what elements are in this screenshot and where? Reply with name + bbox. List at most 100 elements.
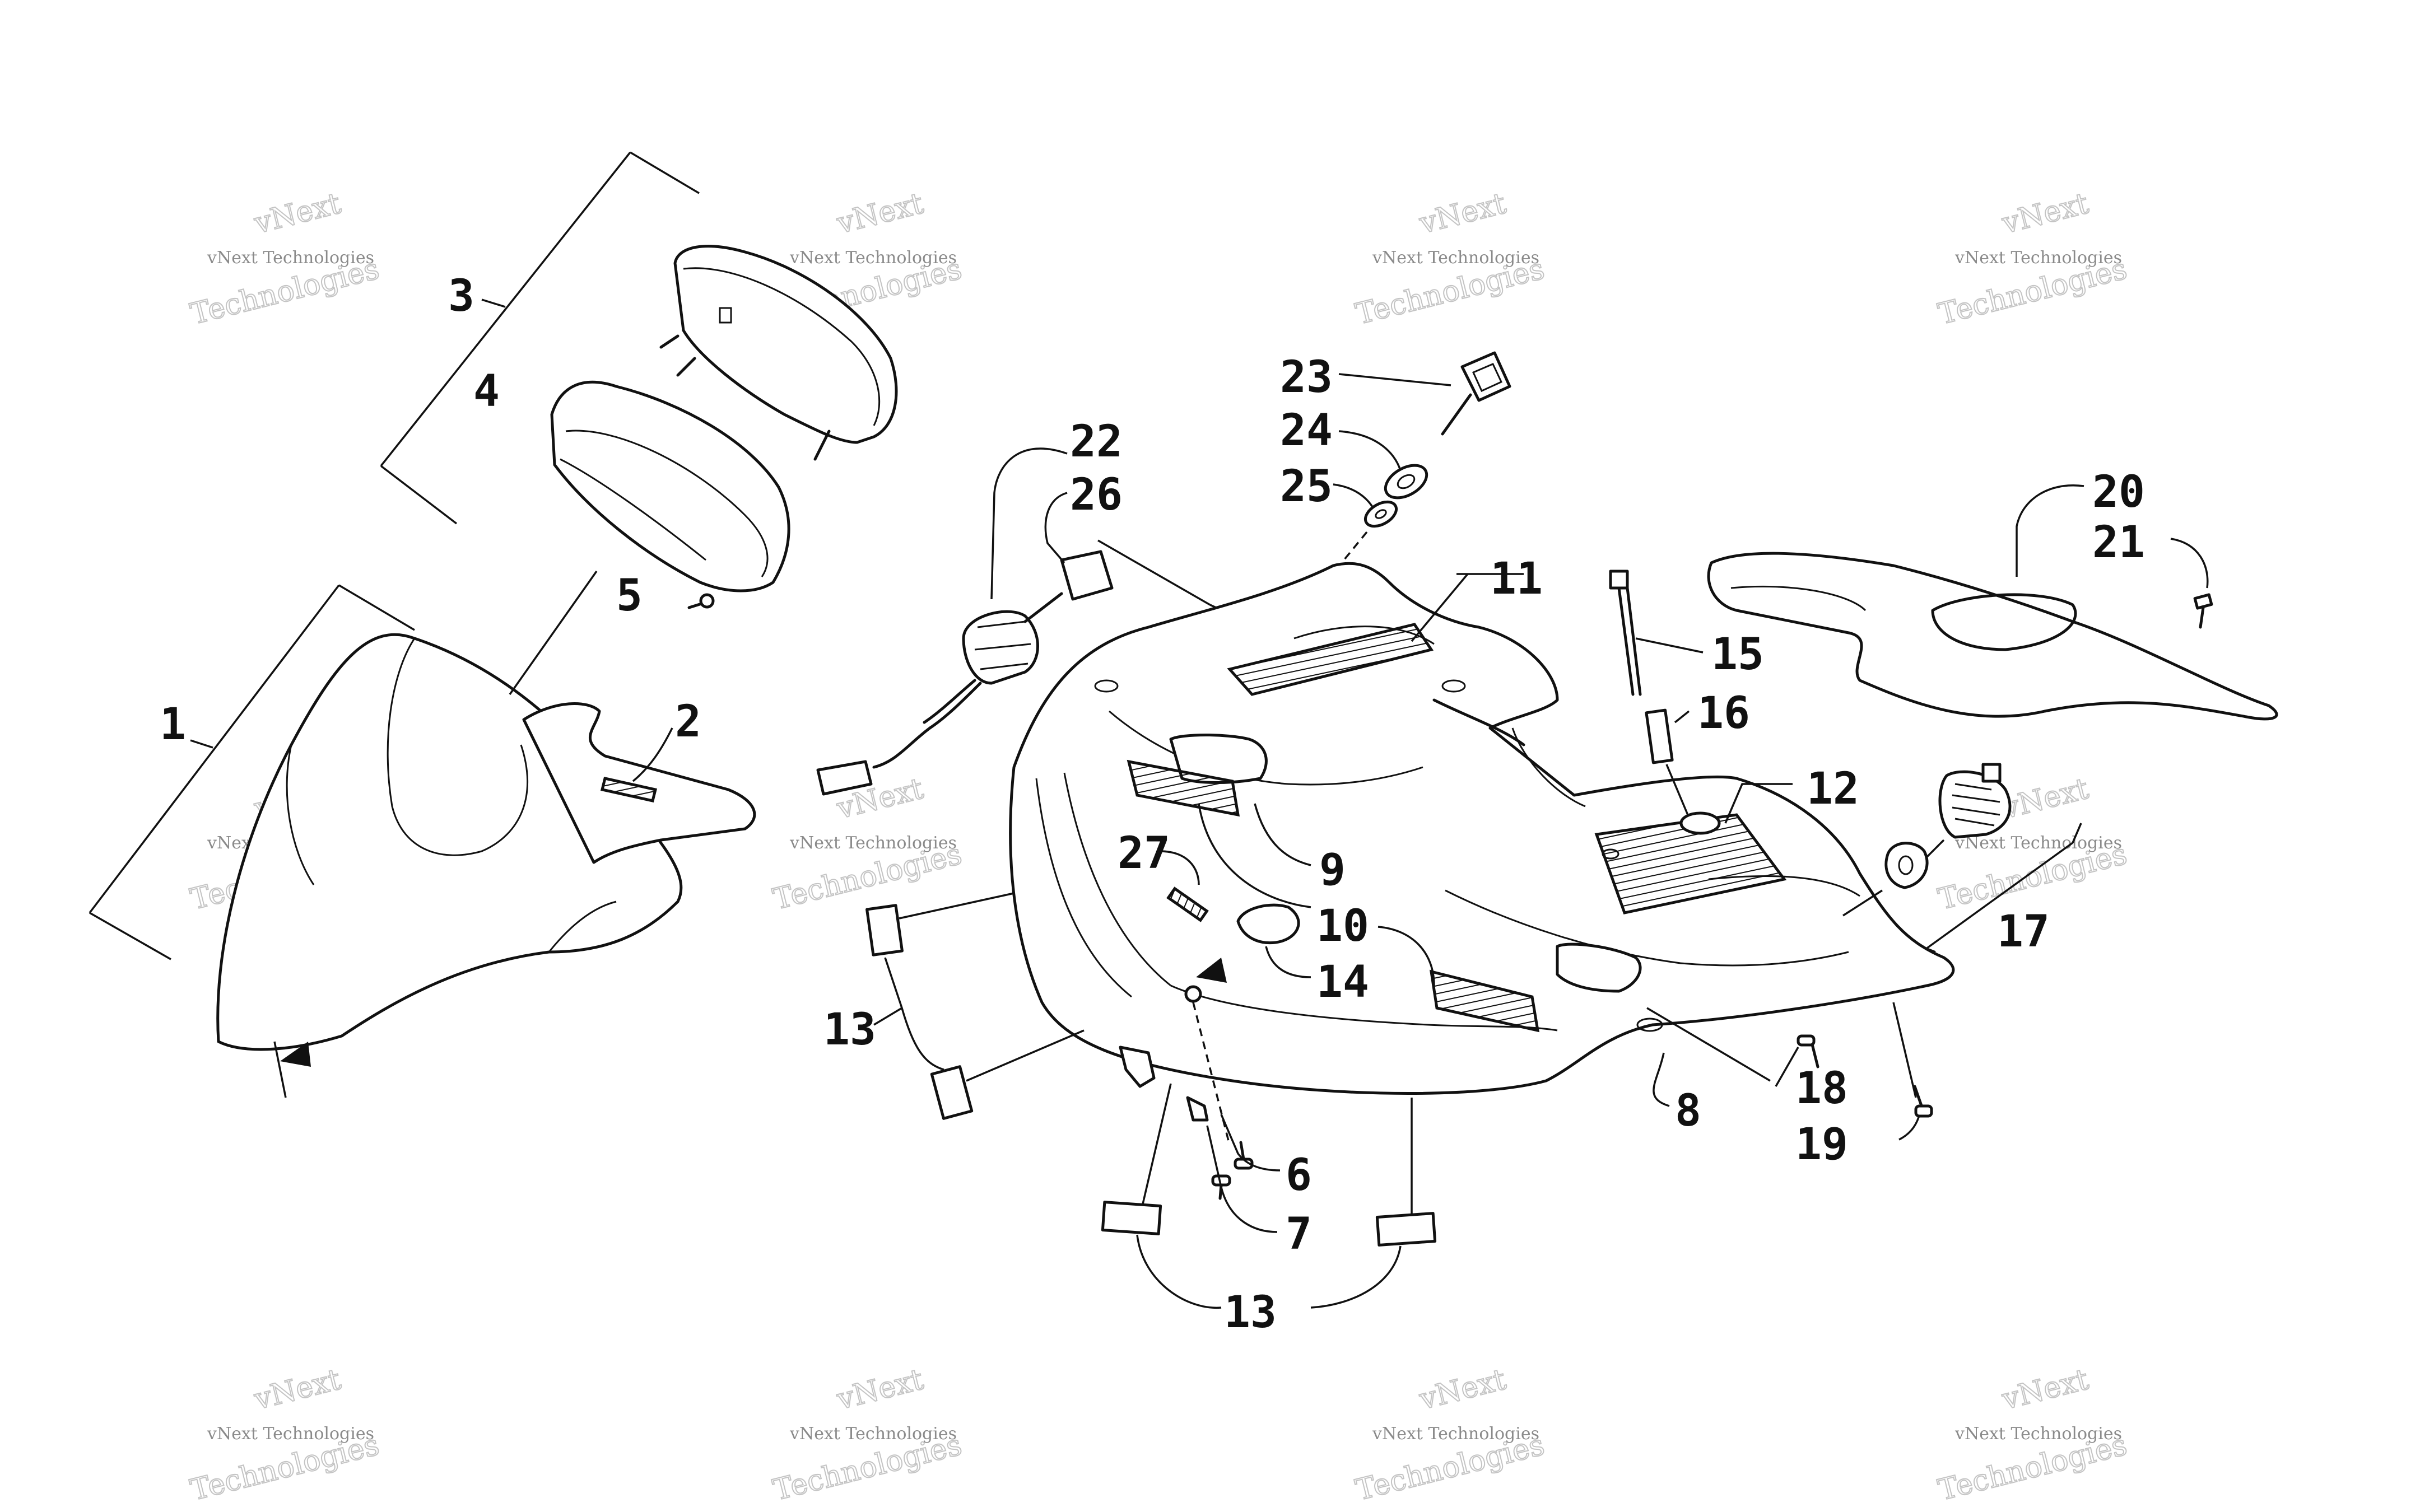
- rear-cover: [1707, 552, 2278, 721]
- part-label-10: 10: [1316, 901, 1369, 951]
- reflector: [865, 904, 904, 956]
- svg-text:vNext Technologies: vNext Technologies: [789, 248, 957, 268]
- svg-text:vNext: vNext: [833, 1362, 927, 1416]
- leader-reflector: [1142, 1083, 1172, 1205]
- leader-rear-cover: [2016, 484, 2084, 577]
- part-label-17: 17: [1997, 907, 2050, 957]
- part-label-18: 18: [1795, 1063, 1848, 1114]
- leader-13-left: [873, 1007, 902, 1026]
- part-label-13: 13: [823, 1005, 876, 1055]
- part-label-20: 20: [2092, 467, 2145, 517]
- bolt-long: [1609, 570, 1642, 696]
- wiring-harness: [816, 550, 1114, 796]
- trim-pin: [1166, 886, 1209, 922]
- leader-bolt-axis: [1665, 764, 1690, 818]
- part-label-16: 16: [1697, 688, 1750, 739]
- ignition-nut: [1384, 464, 1428, 500]
- part-label-25: 25: [1280, 461, 1333, 512]
- leader-19: [1898, 1117, 1920, 1141]
- bracket-windshield-assembly: [89, 584, 415, 960]
- leader-14: [1265, 946, 1311, 978]
- part-label-5: 5: [616, 571, 643, 621]
- bracket-gauge-assembly: [380, 151, 700, 525]
- leader-24: [1338, 430, 1402, 471]
- leader-18: [1646, 1007, 1771, 1082]
- leader-gauge-to-base: [509, 570, 598, 696]
- leader-10: [1377, 926, 1435, 986]
- svg-text:vNext Technologies: vNext Technologies: [207, 1424, 374, 1444]
- svg-text:vNext Technologies: vNext Technologies: [789, 833, 957, 853]
- leader-reflector: [899, 892, 1014, 920]
- part-label-15: 15: [1711, 629, 1764, 680]
- bolt-boss: [1679, 811, 1721, 835]
- part-label-8: 8: [1675, 1086, 1701, 1136]
- leader-9: [1254, 803, 1311, 866]
- svg-text:vNext Technologies: vNext Technologies: [1954, 248, 2122, 268]
- svg-text:vNext: vNext: [250, 186, 344, 240]
- decal-hood-left: [1127, 759, 1240, 817]
- spacer-tube: [1645, 708, 1674, 764]
- leader-12: [1724, 783, 1793, 824]
- part-labels: 1 2 3 4 5 6 7 8 9 10 11 12 13 13 14 15 1…: [160, 271, 2145, 1338]
- leader-reflector: [966, 1029, 1085, 1082]
- leader-harness: [990, 447, 1068, 600]
- screw-gauge: [687, 593, 715, 609]
- part-label-24: 24: [1280, 405, 1333, 456]
- watermark: vNext vNext Technologies Technologies: [1352, 1362, 1548, 1508]
- part-label-1: 1: [160, 699, 186, 750]
- reflector: [1101, 1201, 1162, 1235]
- leader-16: [1674, 710, 1690, 724]
- reflector: [930, 1065, 974, 1120]
- arrow-marker: [280, 1042, 311, 1067]
- leader-10: [1198, 803, 1311, 908]
- leader-7: [1206, 1125, 1278, 1233]
- svg-text:vNext Technologies: vNext Technologies: [1954, 1424, 2122, 1444]
- part-label-13: 13: [1224, 1287, 1277, 1338]
- part-label-12: 12: [1807, 764, 1859, 814]
- ignition-washer: [1364, 500, 1398, 528]
- svg-text:vNext: vNext: [1416, 1362, 1509, 1416]
- watermark: vNext vNext Technologies Technologies: [187, 186, 383, 332]
- leader-outlet-axis: [1842, 889, 1883, 917]
- leader-13-bottom: [1136, 1234, 1222, 1309]
- leader-6: [1220, 1114, 1281, 1172]
- watermark: vNext vNext Technologies Technologies: [1352, 186, 1548, 332]
- part-label-27: 27: [1118, 828, 1170, 879]
- rivet: [1184, 985, 1202, 1003]
- part-label-11: 11: [1490, 554, 1543, 604]
- leader-13-left: [884, 957, 944, 1071]
- part-label-6: 6: [1286, 1150, 1312, 1201]
- screw-hood-right: [1797, 1034, 1819, 1068]
- leader-2: [632, 727, 673, 782]
- part-label-21: 21: [2092, 517, 2145, 568]
- part-label-3: 3: [448, 271, 474, 321]
- watermark: vNext vNext Technologies Technologies: [1934, 1362, 2130, 1508]
- leader-27: [1159, 850, 1200, 885]
- watermark: vNext vNext Technologies Technologies: [187, 1362, 383, 1508]
- ignition-key: [1441, 351, 1511, 436]
- svg-text:vNext Technologies: vNext Technologies: [1954, 833, 2122, 853]
- windshield-base: [522, 702, 756, 864]
- accessory-outlet: [1884, 763, 2012, 889]
- part-label-7: 7: [1286, 1209, 1312, 1259]
- watermark: vNext vNext Technologies Technologies: [769, 1362, 965, 1508]
- leader-outlet-axis: [1926, 839, 1945, 858]
- arrow-marker: [1196, 958, 1227, 983]
- trim-patch: [1236, 903, 1300, 945]
- leader-23: [1338, 373, 1451, 386]
- svg-text:vNext Technologies: vNext Technologies: [207, 248, 374, 268]
- leader-26: [1044, 492, 1068, 564]
- leader-15: [1635, 637, 1704, 654]
- svg-text:vNext: vNext: [1998, 772, 2092, 825]
- reflector: [1375, 1212, 1437, 1247]
- svg-text:vNext Technologies: vNext Technologies: [1372, 1424, 1539, 1444]
- gauge-cluster: [659, 245, 898, 461]
- part-label-2: 2: [675, 697, 701, 747]
- watermark: vNext vNext Technologies Technologies: [769, 771, 965, 917]
- svg-text:vNext: vNext: [1998, 1362, 2092, 1416]
- part-label-9: 9: [1319, 845, 1346, 895]
- leader-18: [1775, 1047, 1799, 1087]
- svg-text:vNext: vNext: [250, 1362, 344, 1416]
- part-label-23: 23: [1280, 352, 1333, 403]
- svg-text:vNext Technologies: vNext Technologies: [789, 1424, 957, 1444]
